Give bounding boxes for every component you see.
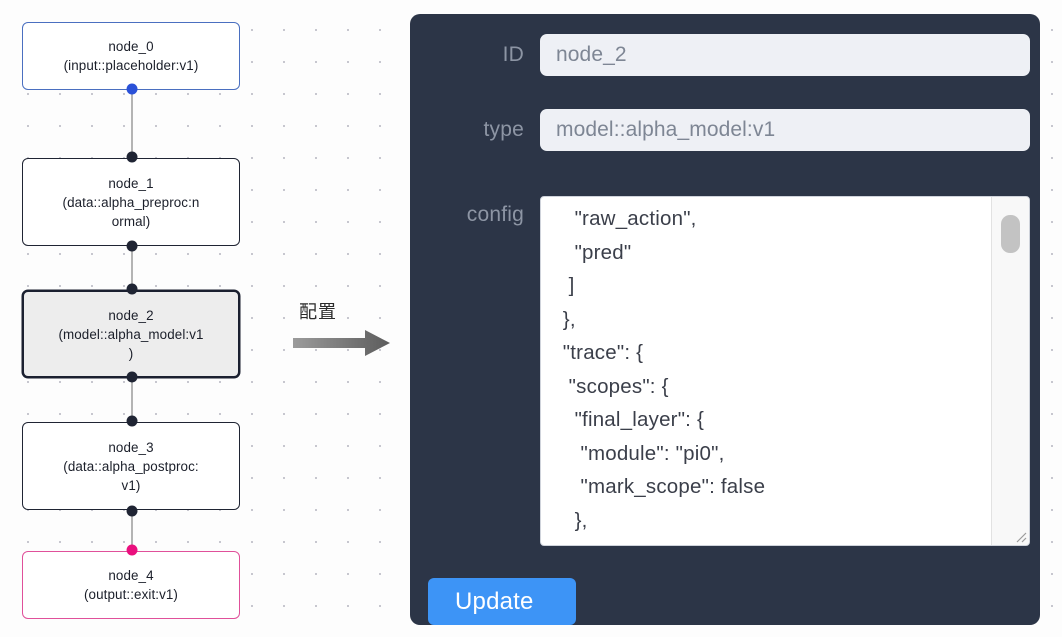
config-textarea-wrapper[interactable]: "raw_action", "pred" ] }, "trace": { "sc… xyxy=(540,196,1030,546)
resize-handle-icon[interactable] xyxy=(1013,529,1027,543)
graph-node-node_2[interactable]: node_2 (model::alpha_model:v1 ) xyxy=(22,290,240,378)
port-node_0-out[interactable] xyxy=(126,83,138,95)
port-node_1-in[interactable] xyxy=(126,151,138,163)
update-button[interactable]: Update xyxy=(428,578,576,625)
graph-node-node_3[interactable]: node_3 (data::alpha_postproc: v1) xyxy=(22,422,240,510)
config-label: config xyxy=(466,203,524,226)
config-textarea[interactable]: "raw_action", "pred" ] }, "trace": { "sc… xyxy=(541,197,993,545)
port-node_3-out[interactable] xyxy=(126,505,138,517)
canvas-bottom-strip xyxy=(0,637,1062,643)
graph-node-node_0[interactable]: node_0 (input::placeholder:v1) xyxy=(22,22,240,90)
graph-node-node_4[interactable]: node_4 (output::exit:v1) xyxy=(22,551,240,619)
graph-node-label: node_2 (model::alpha_model:v1 ) xyxy=(58,307,204,361)
config-annotation: 配置 xyxy=(293,298,403,360)
config-annotation-label: 配置 xyxy=(299,302,337,323)
graph-node-label: node_3 (data::alpha_postproc: v1) xyxy=(63,439,199,493)
port-node_4-in[interactable] xyxy=(126,544,138,556)
graph-node-label: node_0 (input::placeholder:v1) xyxy=(63,39,199,73)
edge-node2-node3 xyxy=(131,376,133,422)
port-node_3-in[interactable] xyxy=(126,415,138,427)
graph-node-node_1[interactable]: node_1 (data::alpha_preproc:n ormal) xyxy=(22,158,240,246)
config-scrollbar[interactable] xyxy=(991,197,1029,545)
port-node_2-in[interactable] xyxy=(126,283,138,295)
type-label: type xyxy=(483,118,524,141)
edge-node3-node4 xyxy=(131,510,133,550)
field-row-config: config "raw_action", "pred" ] }, "trace"… xyxy=(436,196,1030,546)
field-row-type: type xyxy=(436,109,1030,151)
graph-node-label: node_1 (data::alpha_preproc:n ormal) xyxy=(62,175,200,229)
id-input[interactable] xyxy=(540,34,1030,76)
edge-node1-node2 xyxy=(131,245,133,315)
port-node_1-out[interactable] xyxy=(126,240,138,252)
config-scrollbar-thumb[interactable] xyxy=(1001,215,1020,253)
port-node_2-out[interactable] xyxy=(126,371,138,383)
node-config-panel: ID type config "raw_action", "pred" ] },… xyxy=(410,14,1040,625)
graph-node-label: node_4 (output::exit:v1) xyxy=(84,568,178,602)
edge-node0-node1 xyxy=(131,88,133,158)
id-label: ID xyxy=(502,43,524,66)
type-input[interactable] xyxy=(540,109,1030,151)
arrow-right-icon xyxy=(293,330,390,356)
field-row-id: ID xyxy=(436,34,1030,76)
